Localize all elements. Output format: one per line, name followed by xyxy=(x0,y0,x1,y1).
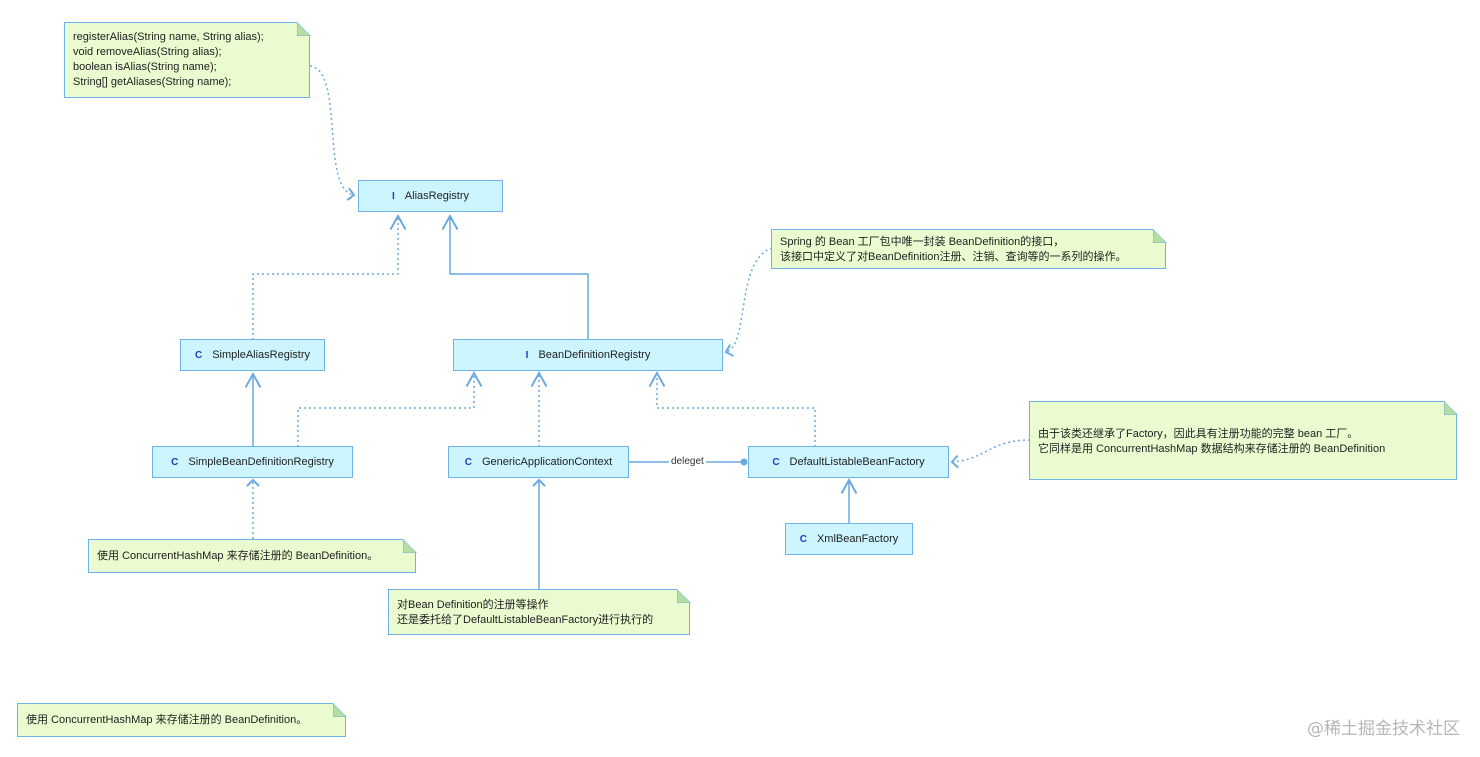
note-line: 它同样是用 ConcurrentHashMap 数据结构来存储注册的 BeanD… xyxy=(1038,443,1386,455)
class-kind-badge: C xyxy=(772,456,780,468)
note-line: Spring 的 Bean 工厂包中唯一封装 BeanDefinition的接口… xyxy=(780,236,1065,248)
node-label: AliasRegistry xyxy=(404,190,469,202)
node-label: SimpleBeanDefinitionRegistry xyxy=(188,456,334,468)
class-kind-badge: C xyxy=(799,533,807,545)
note-fold-icon xyxy=(332,702,347,717)
node-simple-bean-definition-registry[interactable]: C SimpleBeanDefinitionRegistry xyxy=(152,446,353,478)
note-fold-icon xyxy=(1443,400,1458,415)
note-line: boolean isAlias(String name); xyxy=(73,61,217,73)
node-default-listable-bean-factory[interactable]: C DefaultListableBeanFactory xyxy=(748,446,949,478)
node-label: BeanDefinitionRegistry xyxy=(538,349,651,361)
edge-dlbf-note xyxy=(950,439,1031,469)
edge-simplealiasregistry-implements xyxy=(252,213,407,340)
note-line: 由于该类还继承了Factory，因此具有注册功能的完整 bean 工厂。 xyxy=(1038,428,1359,440)
note-fold-icon xyxy=(296,21,311,36)
interface-kind-badge: I xyxy=(525,349,529,361)
note-line: String[] getAliases(String name); xyxy=(73,76,232,88)
note-alias-methods[interactable]: registerAlias(String name, String alias)… xyxy=(64,21,311,98)
note-fold-icon xyxy=(676,588,691,603)
edge-dlbf-implements-bdr xyxy=(648,370,816,447)
edge-sbdr-implements-bdr xyxy=(297,370,483,447)
note-line: 对Bean Definition的注册等操作 xyxy=(397,599,549,611)
edge-bdr-note xyxy=(724,247,773,357)
note-line: 还是委托给了DefaultListableBeanFactory进行执行的 xyxy=(397,614,654,626)
note-fold-icon xyxy=(402,538,417,553)
note-line: 使用 ConcurrentHashMap 来存储注册的 BeanDefiniti… xyxy=(97,550,379,562)
node-alias-registry[interactable]: I AliasRegistry xyxy=(358,180,503,212)
class-kind-badge: C xyxy=(464,456,472,468)
edge-alias-note-to-aliasregistry xyxy=(309,65,356,201)
note-gac-description[interactable]: 对Bean Definition的注册等操作 还是委托给了DefaultList… xyxy=(388,588,691,635)
node-bean-definition-registry[interactable]: I BeanDefinitionRegistry xyxy=(453,339,723,371)
note-line: 使用 ConcurrentHashMap 来存储注册的 BeanDefiniti… xyxy=(26,714,308,726)
note-line: registerAlias(String name, String alias)… xyxy=(73,31,264,43)
node-simple-alias-registry[interactable]: C SimpleAliasRegistry xyxy=(180,339,325,371)
edge-delegate-end-dot xyxy=(740,458,748,466)
node-label: GenericApplicationContext xyxy=(481,456,613,468)
note-bdr-description[interactable]: Spring 的 Bean 工厂包中唯一封装 BeanDefinition的接口… xyxy=(771,228,1167,269)
note-line: void removeAlias(String alias); xyxy=(73,46,222,58)
note-dlbf-description[interactable]: 由于该类还继承了Factory，因此具有注册功能的完整 bean 工厂。 它同样… xyxy=(1029,400,1458,480)
node-label: XmlBeanFactory xyxy=(816,533,899,545)
node-xml-bean-factory[interactable]: C XmlBeanFactory xyxy=(785,523,913,555)
watermark: @稀土掘金技术社区 xyxy=(1307,719,1460,739)
node-label: SimpleAliasRegistry xyxy=(212,349,311,361)
note-bottom[interactable]: 使用 ConcurrentHashMap 来存储注册的 BeanDefiniti… xyxy=(17,702,347,737)
note-fold-icon xyxy=(1152,228,1167,243)
class-kind-badge: C xyxy=(171,456,179,468)
node-generic-application-context[interactable]: C GenericApplicationContext xyxy=(448,446,629,478)
note-sbdr-description[interactable]: 使用 ConcurrentHashMap 来存储注册的 BeanDefiniti… xyxy=(88,538,417,573)
edge-bdr-extends-aliasregistry xyxy=(441,213,589,340)
class-kind-badge: C xyxy=(194,349,203,361)
delegate-edge-label: deleget xyxy=(669,456,706,467)
interface-kind-badge: I xyxy=(392,190,395,202)
note-line: 该接口中定义了对BeanDefinition注册、注销、查询等的一系列的操作。 xyxy=(780,251,1127,263)
node-label: DefaultListableBeanFactory xyxy=(789,456,925,468)
